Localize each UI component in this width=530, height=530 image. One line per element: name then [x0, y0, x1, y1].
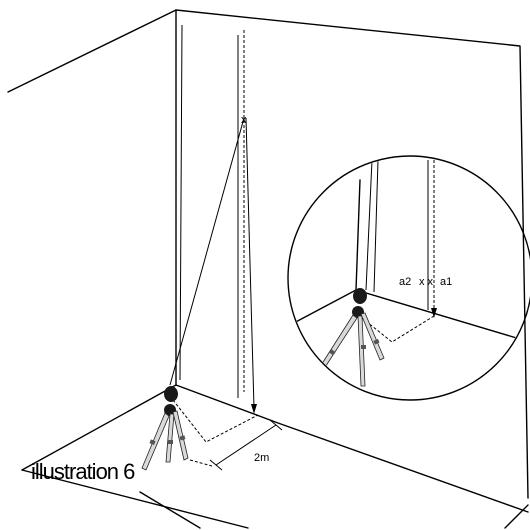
inset-plumb-arrow: [431, 308, 437, 318]
inset-floor-dashed: [361, 315, 435, 343]
right-edge-bottom: [504, 504, 529, 529]
distance-label: 2m: [254, 452, 269, 464]
laser-head: [164, 386, 178, 402]
inset-laser-head: [353, 288, 367, 304]
tripod-leg-right: [172, 410, 189, 461]
floor-dashed-line-2: [189, 459, 213, 467]
tripod-leg-left: [141, 412, 170, 471]
mark-a2-label: a2: [399, 276, 411, 288]
inset-floor-edge: [355, 289, 530, 346]
floor-dashed-line: [172, 399, 259, 443]
illustration-caption: illustration 6: [31, 459, 135, 484]
detail-inset: a2 x x a1: [287, 155, 530, 401]
dimension-line-2m: [215, 424, 277, 466]
dimension-tick-2: [269, 419, 283, 431]
tripod-leg-middle: [165, 413, 175, 463]
inset-wall-corner: [289, 179, 361, 326]
inset-circle: [287, 155, 530, 401]
plumb-line: [245, 117, 255, 409]
inset-tripod-leg-middle: [357, 315, 366, 387]
floor-front-edge-2: [139, 491, 201, 529]
inset-vertical-line-1: [365, 159, 373, 291]
floor-front-edge: [21, 469, 249, 529]
ceiling-mark: x: [241, 114, 247, 126]
inset-leg-band-1: [329, 349, 336, 356]
leg-band-1: [149, 439, 156, 445]
inset-leg-band-2: [361, 345, 366, 349]
left-wall-outline: [7, 9, 177, 471]
floor-edge: [175, 384, 529, 513]
right-wall-outline: [175, 9, 529, 499]
laser-lines: [169, 24, 283, 471]
inset-tripod-leg-right: [360, 312, 385, 361]
tripod-main: [141, 386, 189, 471]
plumb-arrow: [251, 404, 257, 414]
wall-corner-line: [179, 24, 183, 381]
mark-symbols-label: x x: [419, 276, 434, 288]
inset-leg-band-3: [373, 338, 380, 345]
diagonal-laser-beam: [169, 117, 245, 386]
leg-band-3: [179, 435, 186, 441]
inset-vertical-line-2: [373, 159, 379, 293]
mark-a1-label: a1: [440, 276, 452, 288]
leg-band-2: [168, 440, 173, 444]
dimension-tick-1: [209, 459, 223, 471]
room-walls: [7, 9, 529, 529]
